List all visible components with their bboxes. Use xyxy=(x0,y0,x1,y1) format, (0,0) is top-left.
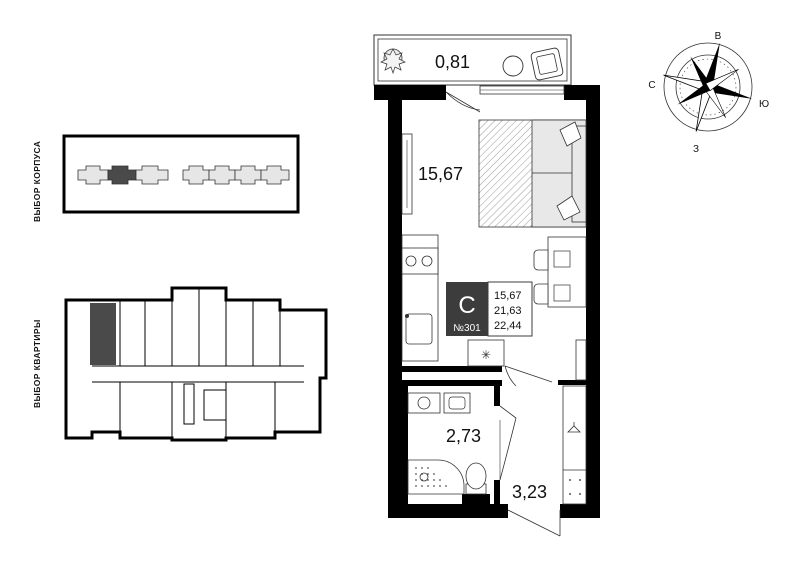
building-section-3[interactable] xyxy=(135,165,169,185)
balcony-door[interactable] xyxy=(445,85,565,113)
balcony-chair-icon xyxy=(530,47,564,81)
compass-rose-icon: В Ю З С xyxy=(648,31,769,155)
entrance-door[interactable] xyxy=(507,509,561,537)
balcony xyxy=(373,34,572,86)
toilet-icon xyxy=(465,462,487,495)
building-selector-label: ВЫБОР КОРПУСА xyxy=(32,140,42,222)
apartment-selector-label: ВЫБОР КВАРТИРЫ xyxy=(32,319,42,408)
fridge-icon xyxy=(467,339,505,367)
kitchen-sink-icon xyxy=(405,313,433,345)
area-without-balcony-value: 21,63 xyxy=(494,305,522,317)
living-area-label: 15,67 xyxy=(418,164,463,184)
compass-east-label: Ю xyxy=(759,99,769,110)
apartment-selector-plan xyxy=(64,286,328,442)
apartment-type-letter: С xyxy=(458,292,475,319)
shower-tray-icon xyxy=(407,459,465,495)
building-selector-panel xyxy=(62,134,300,214)
plant-icon xyxy=(380,48,406,75)
kitchen-counter xyxy=(401,234,439,362)
stove-burner-icon xyxy=(405,255,417,267)
compass-south-label: З xyxy=(693,144,699,155)
compass-north-label: В xyxy=(715,31,722,42)
hallway-area-label: 3,23 xyxy=(512,482,547,502)
apartment-number: №301 xyxy=(453,323,481,334)
balcony-area-label: 0,81 xyxy=(435,52,470,72)
bathroom-area-label: 2,73 xyxy=(446,426,481,446)
apartment-floor-plan: ✳ xyxy=(373,34,600,537)
total-area-value: 22,44 xyxy=(494,320,522,332)
bed-icon xyxy=(478,119,587,228)
stove-burner-icon xyxy=(421,255,433,267)
living-area-value: 15,67 xyxy=(494,290,522,302)
washing-machine-icon xyxy=(407,392,441,414)
dining-table-icon xyxy=(533,236,587,308)
building-section-7[interactable] xyxy=(260,165,290,185)
walls xyxy=(374,85,600,518)
compass-west-label: С xyxy=(648,80,655,91)
bathroom-sink-icon xyxy=(443,392,471,414)
hanger-icon xyxy=(567,425,581,433)
apartment-info-badge: С №301 15,67 21,63 22,44 xyxy=(446,281,533,337)
svg-text:✳: ✳ xyxy=(481,348,491,362)
hallway-wardrobe xyxy=(562,385,587,505)
selected-apartment-marker[interactable] xyxy=(90,303,116,365)
bathroom xyxy=(407,392,487,495)
room-door[interactable] xyxy=(504,365,553,387)
bathroom-door[interactable] xyxy=(499,405,517,481)
balcony-table-icon xyxy=(502,55,524,77)
